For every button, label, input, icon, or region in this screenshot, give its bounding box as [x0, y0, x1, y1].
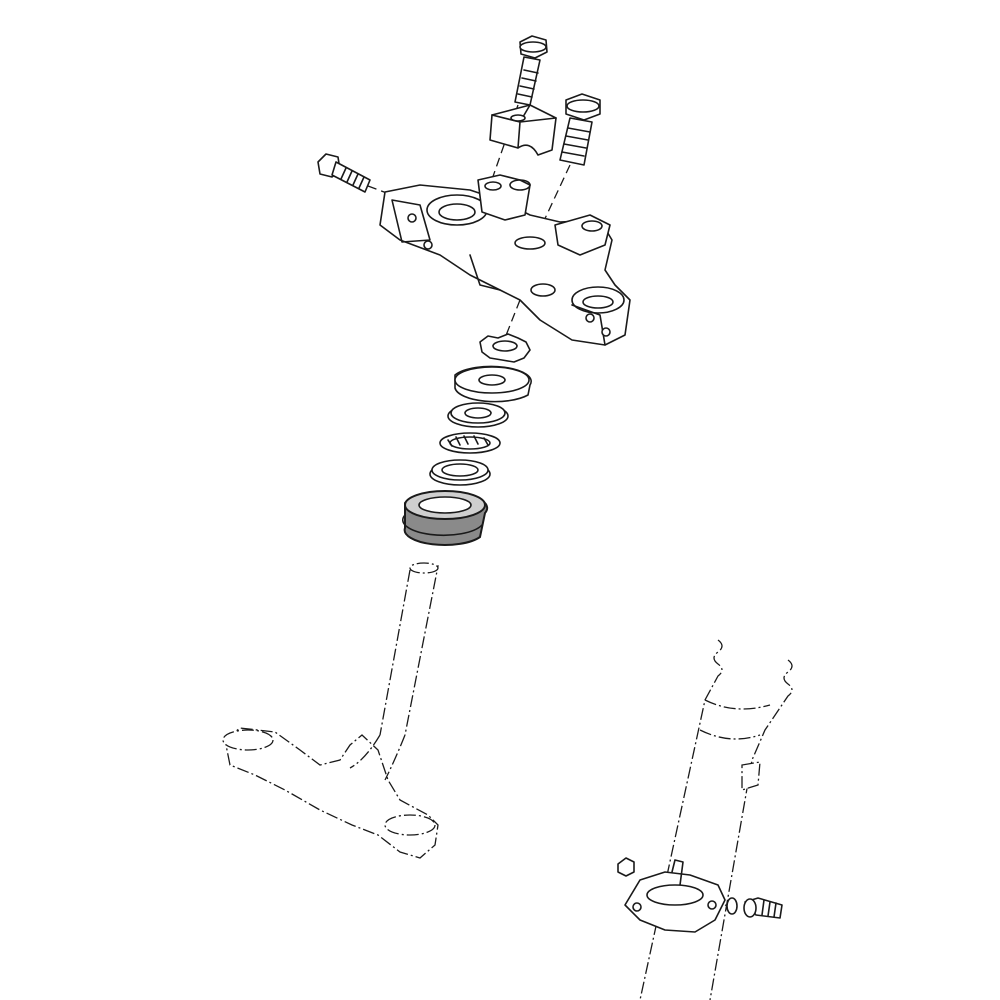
upper-bearing-race[interactable]: [447, 402, 509, 428]
dust-cover[interactable]: [454, 365, 532, 403]
front-fork-leg[interactable]: [639, 639, 793, 1000]
fork-clamp-washer[interactable]: [726, 897, 738, 915]
fork-clamp[interactable]: [624, 859, 726, 933]
steering-bearing[interactable]: [401, 490, 489, 546]
pinch-bolt-large[interactable]: [559, 93, 601, 166]
handlebar-clamp-cap[interactable]: [489, 104, 557, 156]
steering-stem-lower-clamp[interactable]: [222, 562, 439, 859]
side-bolt[interactable]: [317, 153, 371, 193]
handlebar-clamp-bolt[interactable]: [514, 35, 548, 106]
upper-ball-bearing[interactable]: [439, 432, 501, 454]
lower-bearing-race[interactable]: [429, 459, 491, 486]
fork-clamp-nut[interactable]: [617, 857, 635, 877]
fork-clamp-bolt[interactable]: [743, 897, 783, 919]
steering-stem-nut[interactable]: [479, 333, 531, 363]
upper-triple-clamp[interactable]: [379, 174, 631, 346]
